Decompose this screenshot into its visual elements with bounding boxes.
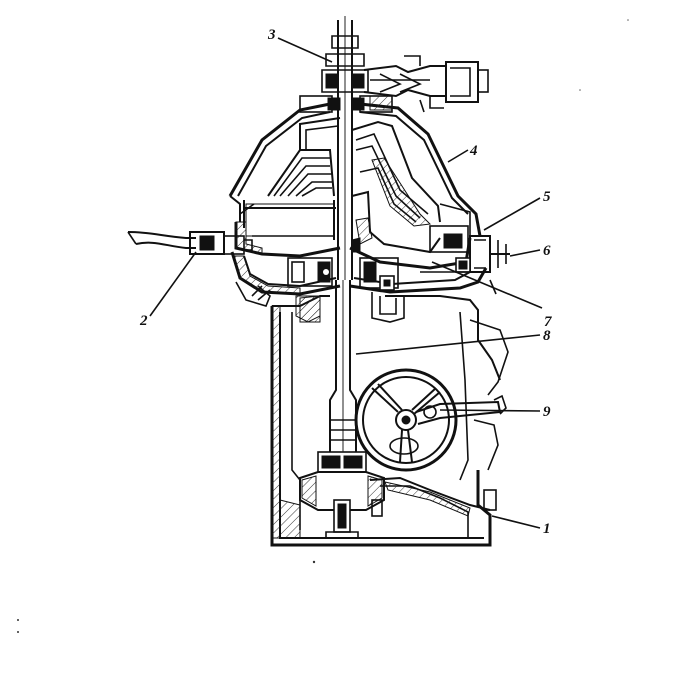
callout-labels: 3 4 5 6 7 8 9 1 2 [139, 27, 552, 537]
leader-lines [149, 37, 543, 529]
outlet-nozzle [127, 231, 253, 255]
top-regulator [363, 55, 489, 113]
receiver-pan [230, 251, 488, 323]
cover [228, 95, 482, 237]
callout-1: 1 [543, 521, 551, 537]
callout-7: 7 [544, 314, 552, 330]
callout-5: 5 [543, 189, 551, 205]
scan-specks [17, 19, 629, 633]
callout-3: 3 [267, 27, 276, 43]
spindle [329, 280, 357, 452]
callout-2: 2 [139, 313, 148, 329]
callout-8: 8 [543, 328, 551, 344]
bowl [234, 117, 472, 270]
callout-9: 9 [543, 404, 551, 420]
base-frame [270, 295, 509, 547]
callout-4: 4 [469, 143, 478, 159]
callout-6: 6 [543, 243, 551, 259]
lower-bearing [299, 451, 385, 539]
right-valve [420, 235, 510, 295]
hand-wheel [354, 368, 507, 472]
